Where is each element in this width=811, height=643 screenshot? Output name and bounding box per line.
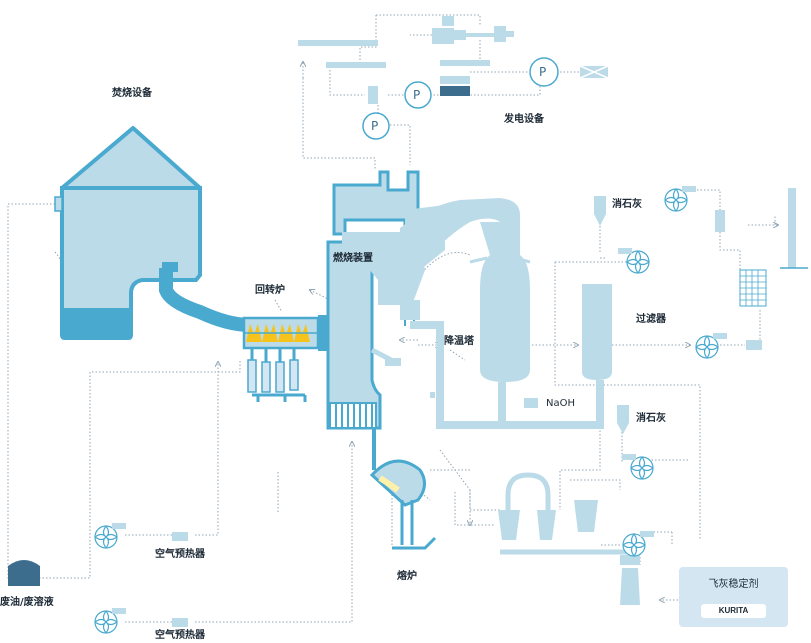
fly-ash-stabilizer-label: 飞灰稳定剂: [708, 579, 759, 590]
power-equipment: [298, 16, 609, 104]
air-preheater-label-1: 空气预热器: [155, 549, 205, 560]
waste-oil-label: 废油/废溶液: [0, 597, 54, 608]
boiler-duct: [348, 198, 520, 326]
air-preheater-label-2: 空气预热器: [155, 630, 205, 641]
pump-icons: [362, 57, 559, 140]
air-preheater-box-2: [172, 618, 188, 627]
air-preheater-box-1: [172, 532, 188, 541]
lime-silo-top: [594, 196, 606, 214]
filter-label: 过滤器: [636, 314, 666, 325]
melting-furnace-label: 熔炉: [397, 571, 417, 582]
power-label: 发电设备: [504, 114, 544, 125]
kurita-badge: KURITA: [701, 604, 766, 618]
flow-lines: [7, 14, 778, 623]
melting-furnace-graphic: [369, 459, 437, 550]
fly-ash-stabilizer-box: 飞灰稳定剂 KURITA: [679, 567, 788, 627]
ash-treatment: [500, 472, 640, 555]
cooling-tower-label: 降温塔: [444, 336, 474, 347]
slaked-lime-top-label: 消石灰: [612, 199, 642, 210]
stack: [715, 188, 808, 350]
pump-p-2: P: [413, 88, 421, 102]
lime-silo-mid: [617, 405, 629, 423]
rotary-kiln: [242, 315, 345, 402]
fan-icons: [94, 186, 727, 634]
slaked-lime-mid-label: 消石灰: [636, 413, 666, 424]
bag-filter: [582, 284, 612, 380]
rotary-kiln-label: 回转炉: [255, 285, 285, 296]
pump-p-1: P: [539, 65, 547, 79]
incineration-building: [54, 126, 202, 340]
combustion-label: 燃烧装置: [333, 253, 373, 264]
naoh-label: NaOH: [546, 398, 575, 409]
pump-p-3: P: [371, 119, 379, 133]
cooling-tower: [410, 222, 604, 429]
incineration-label: 焚烧设备: [112, 88, 152, 99]
waste-oil-tank: [8, 560, 40, 586]
combustion-unit: [326, 170, 420, 470]
